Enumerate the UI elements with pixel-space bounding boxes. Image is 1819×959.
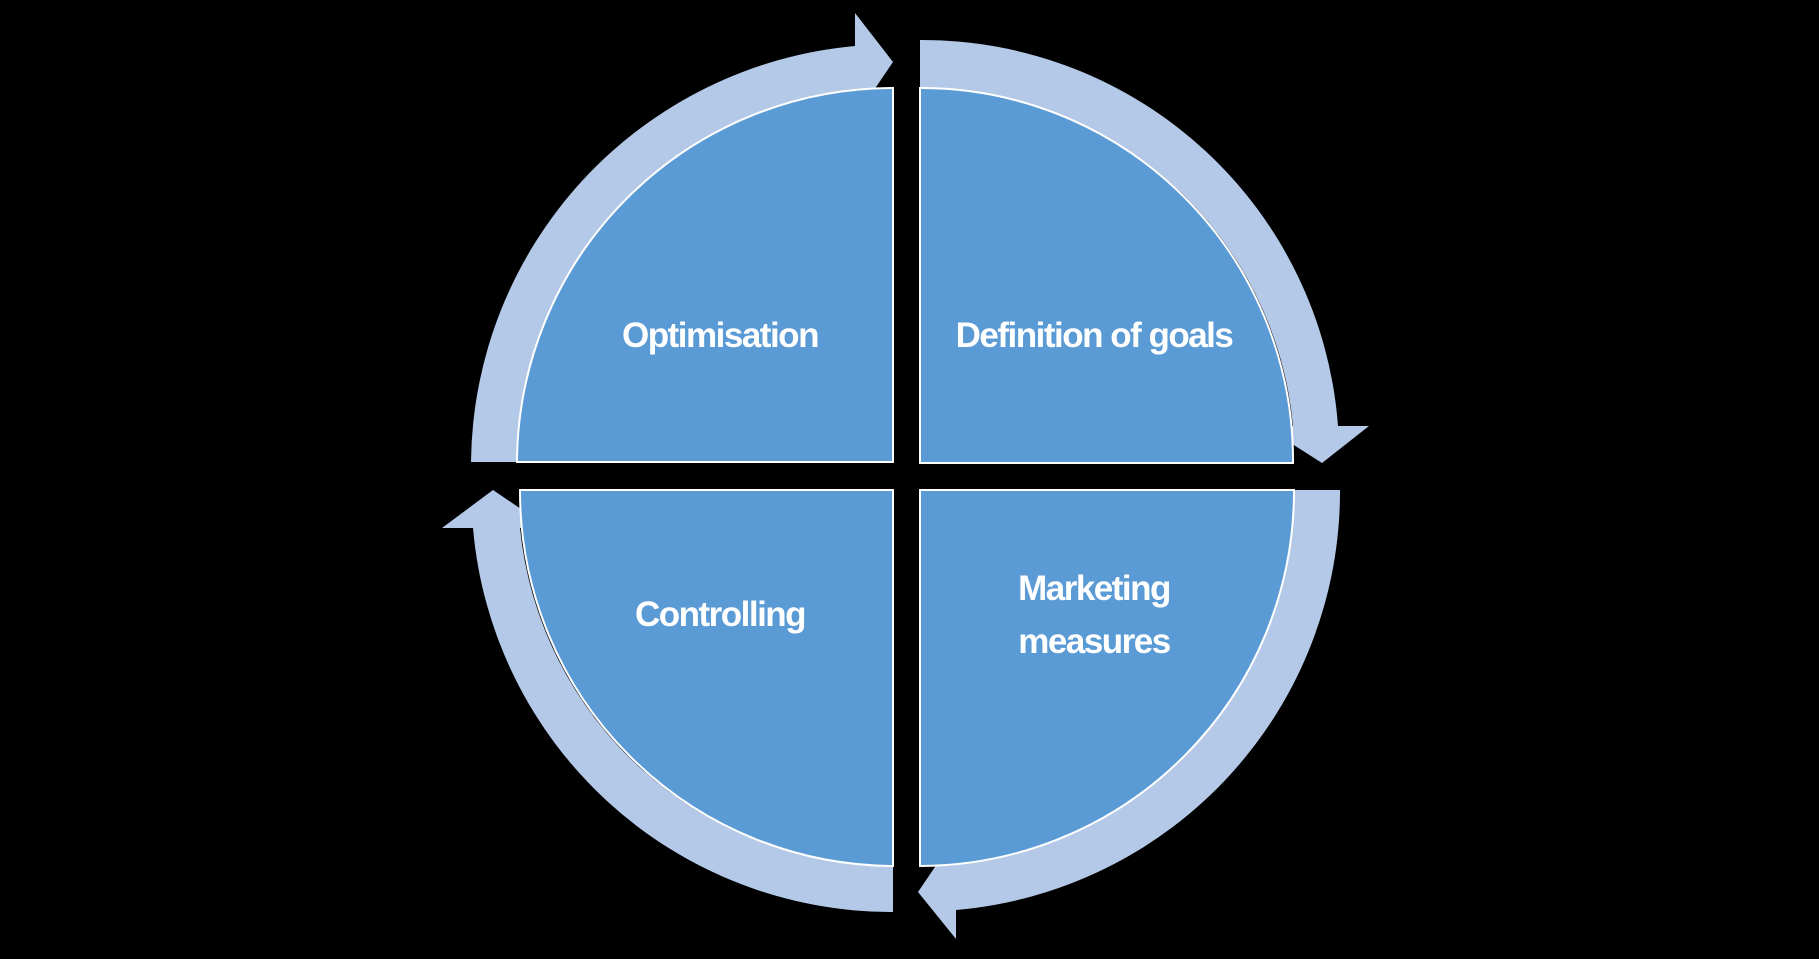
arrow-band-top-left xyxy=(471,13,893,462)
arrow-band-top-right xyxy=(920,39,1369,463)
label-optimisation: Optimisation xyxy=(622,316,818,355)
segment-definition-of-goals xyxy=(919,86,1295,464)
label-controlling: Controlling xyxy=(635,595,805,634)
segment-optimisation xyxy=(515,86,894,463)
arrow-band-bottom-right xyxy=(918,490,1341,939)
segment-controlling xyxy=(518,489,894,868)
label-marketing-measures-line-2: measures xyxy=(1018,622,1170,661)
segment-marketing-measures xyxy=(919,489,1296,868)
label-definition-of-goals: Definition of goals xyxy=(956,316,1234,355)
arrow-band-bottom-left xyxy=(442,490,893,913)
label-marketing-measures-line-1: Marketing xyxy=(1018,569,1170,608)
